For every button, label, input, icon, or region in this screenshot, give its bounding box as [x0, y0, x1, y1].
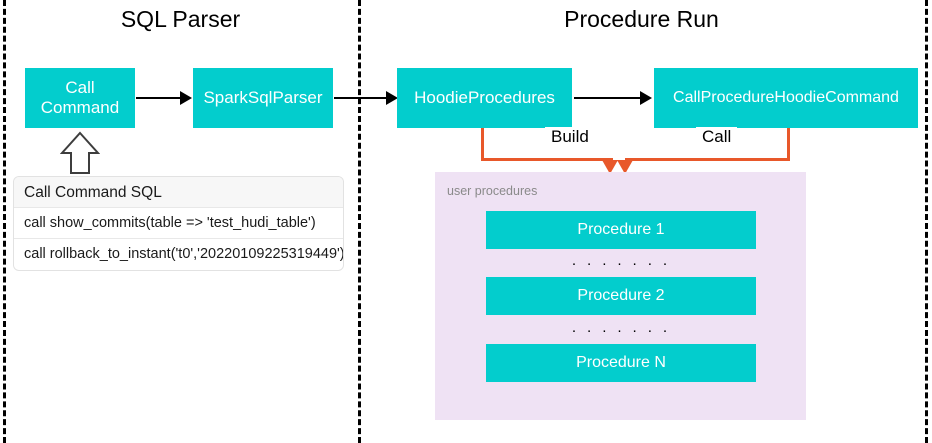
call-command-sql-table: Call Command SQL call show_commits(table…	[14, 177, 343, 270]
call-arrow-head	[617, 160, 633, 174]
build-connector-vertical-left	[481, 128, 484, 160]
procedures-ellipsis-2: · · · · · · ·	[571, 322, 671, 339]
divider-dashed-right	[925, 0, 928, 443]
procedure-box-n-label: Procedure N	[576, 354, 666, 371]
procedure-box-1[interactable]: Procedure 1	[486, 211, 756, 249]
arrow-line-parser-to-procedures	[334, 97, 390, 99]
user-procedures-label: user procedures	[447, 184, 538, 198]
divider-dashed-middle	[358, 0, 361, 443]
procedure-box-n[interactable]: Procedure N	[486, 344, 756, 382]
edge-label-build: Build	[545, 127, 595, 147]
node-hoodie-procedures[interactable]: HoodieProcedures	[397, 68, 572, 128]
build-connector-horizontal	[481, 158, 612, 161]
arrow-line-procedures-to-command	[574, 97, 644, 99]
sql-table-row[interactable]: call rollback_to_instant('t0','202201092…	[14, 239, 343, 270]
procedure-box-2[interactable]: Procedure 2	[486, 277, 756, 315]
arrow-head-procedures-to-command	[640, 91, 652, 105]
arrow-head-parser-to-procedures	[386, 91, 398, 105]
sql-table-row[interactable]: call show_commits(table => 'test_hudi_ta…	[14, 208, 343, 239]
node-call-procedure-hoodie-command[interactable]: CallProcedureHoodieCommand	[654, 68, 918, 128]
divider-dashed-left	[3, 0, 6, 443]
call-connector-horizontal	[625, 158, 790, 161]
node-spark-sql-parser[interactable]: SparkSqlParser	[193, 68, 333, 128]
sql-table-header: Call Command SQL	[14, 177, 343, 208]
node-hoodie-procedures-label: HoodieProcedures	[414, 88, 555, 108]
build-arrow-head	[602, 160, 618, 174]
node-call-command-label-line2: Command	[40, 98, 120, 117]
node-call-procedure-hoodie-command-label: CallProcedureHoodieCommand	[673, 88, 899, 106]
edge-label-call: Call	[696, 127, 738, 147]
call-connector-vertical-right	[787, 128, 790, 160]
procedure-box-2-label: Procedure 2	[577, 287, 665, 304]
node-call-command[interactable]: Call Command	[25, 68, 135, 128]
procedures-ellipsis-1: · · · · · · ·	[571, 255, 671, 272]
user-procedures-panel: user procedures Procedure 1 · · · · · · …	[435, 172, 806, 420]
node-spark-sql-parser-label: SparkSqlParser	[203, 88, 323, 108]
arrow-line-call-to-parser	[136, 97, 182, 99]
node-call-command-label-line1: Call	[65, 78, 95, 98]
arrow-head-call-to-parser	[180, 91, 192, 105]
up-arrow-icon	[60, 131, 100, 174]
section-title-sql-parser: SQL Parser	[120, 6, 241, 32]
section-title-procedure-run: Procedure Run	[564, 6, 719, 32]
procedure-box-1-label: Procedure 1	[577, 221, 665, 238]
